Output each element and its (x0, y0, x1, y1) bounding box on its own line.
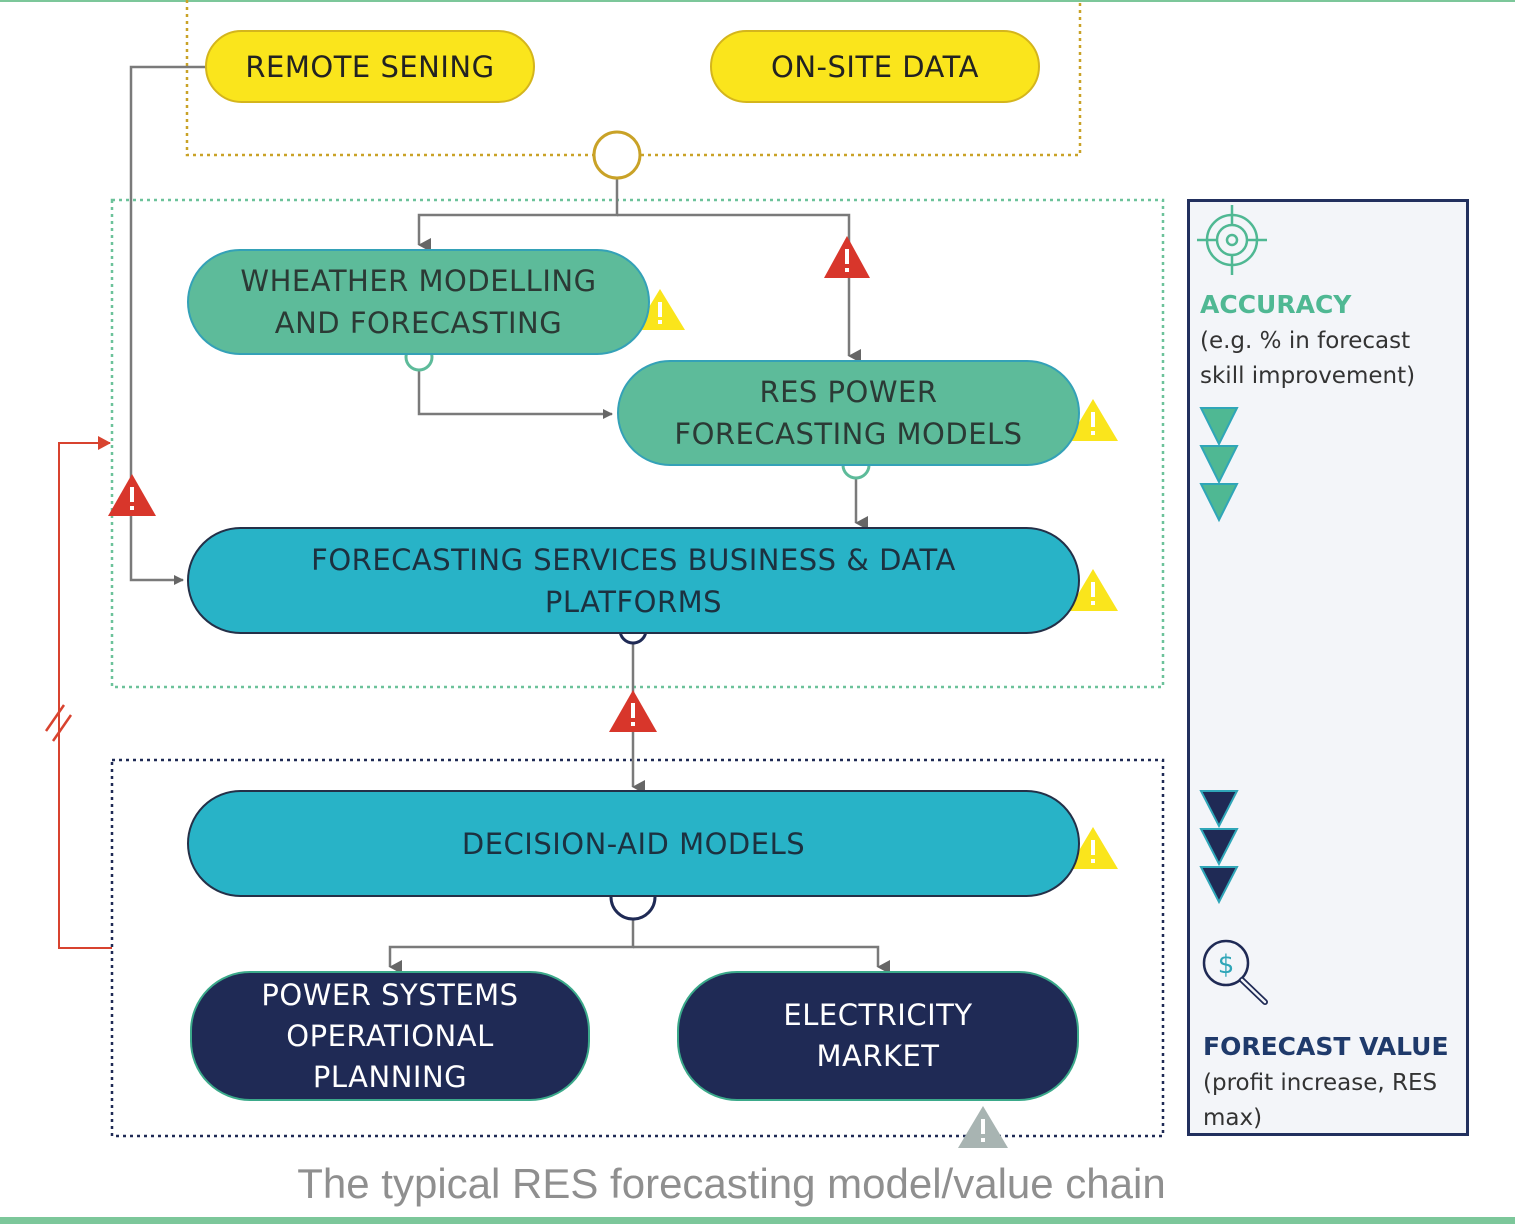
accuracy-arrows (1199, 407, 1239, 523)
forecast-value-title: FORECAST VALUE (1203, 1032, 1449, 1061)
target-icon (1197, 205, 1267, 275)
accuracy-desc-line: (e.g. % in forecast (1200, 328, 1411, 354)
accuracy-desc-line: skill improvement) (1200, 363, 1416, 389)
node-label: POWER SYSTEMS (261, 977, 519, 1012)
connector-decision-to-market (633, 945, 890, 974)
power-systems-planning-node: POWER SYSTEMS OPERATIONAL PLANNING (190, 971, 590, 1101)
data-sources-container (185, 0, 1082, 157)
warning-icon (824, 236, 870, 278)
dollar-magnifier-icon: $ (1202, 939, 1268, 1005)
node-label: ON-SITE DATA (771, 49, 979, 84)
down-arrow-icon (1199, 445, 1239, 485)
metrics-panel (1187, 199, 1469, 1136)
on-site-data-node: ON-SITE DATA (710, 30, 1040, 103)
node-label: RES POWER (759, 375, 938, 409)
down-arrow-icon (1199, 828, 1239, 867)
weather-modelling-node: WHEATHER MODELLING AND FORECASTING (187, 249, 650, 355)
connectors (129, 65, 890, 974)
node-label: FORECASTING SERVICES BUSINESS & DATA (311, 542, 956, 577)
connector-decision-split (388, 911, 635, 974)
forecast-value-desc-line: (profit increase, RES (1203, 1070, 1438, 1096)
value-arrows (1199, 790, 1239, 905)
forecast-value-desc-line: max) (1203, 1105, 1263, 1131)
node-label: PLANNING (312, 1059, 468, 1094)
warning-icon (635, 289, 685, 330)
forecast-value-description: (profit increase, RES max) (1203, 1066, 1463, 1136)
connector-remote-to-services (129, 65, 207, 585)
warning-icon (1068, 399, 1118, 441)
connector-hub-to-weather (417, 178, 619, 252)
down-arrow-icon (1199, 866, 1239, 905)
connector-weather-to-res (417, 370, 613, 419)
accuracy-description: (e.g. % in forecast skill improvement) (1200, 324, 1450, 394)
down-arrow-icon (1199, 407, 1239, 447)
decision-aid-node: DECISION-AID MODELS (187, 790, 1080, 897)
warning-icon (1068, 827, 1118, 869)
down-arrow-icon (1199, 790, 1239, 829)
figure-caption: The typical RES forecasting model/value … (297, 1160, 1166, 1207)
data-hub-node (592, 130, 642, 180)
node-label: REMOTE SENING (245, 49, 495, 84)
svg-text:$: $ (1218, 950, 1235, 980)
node-label: WHEATHER MODELLING (240, 264, 597, 298)
node-label: PLATFORMS (544, 584, 723, 619)
forecasting-container (110, 198, 1165, 689)
warning-icon (1068, 569, 1118, 611)
decision-container (110, 758, 1165, 1138)
node-label: DECISION-AID MODELS (461, 826, 806, 861)
warning-icon (609, 690, 657, 732)
warning-icon (958, 1106, 1008, 1148)
node-label: MARKET (816, 1039, 940, 1073)
node-label: AND FORECASTING (274, 306, 563, 340)
remote-sensing-node: REMOTE SENING (205, 30, 535, 103)
node-label: OPERATIONAL (286, 1018, 494, 1053)
bottom-border (0, 1217, 1515, 1224)
node-label: FORECASTING MODELS (674, 417, 1023, 451)
warning-icon (108, 474, 156, 516)
res-power-forecasting-node: RES POWER FORECASTING MODELS (617, 360, 1080, 466)
electricity-market-node: ELECTRICITY MARKET (677, 971, 1079, 1101)
top-border (0, 0, 1515, 2)
feedback-loop (44, 436, 112, 949)
down-arrow-icon (1199, 483, 1239, 523)
forecasting-services-node: FORECASTING SERVICES BUSINESS & DATA PLA… (187, 527, 1080, 634)
node-label: ELECTRICITY (783, 998, 973, 1032)
accuracy-title: ACCURACY (1200, 290, 1352, 319)
connector-hub-to-res (617, 213, 861, 363)
